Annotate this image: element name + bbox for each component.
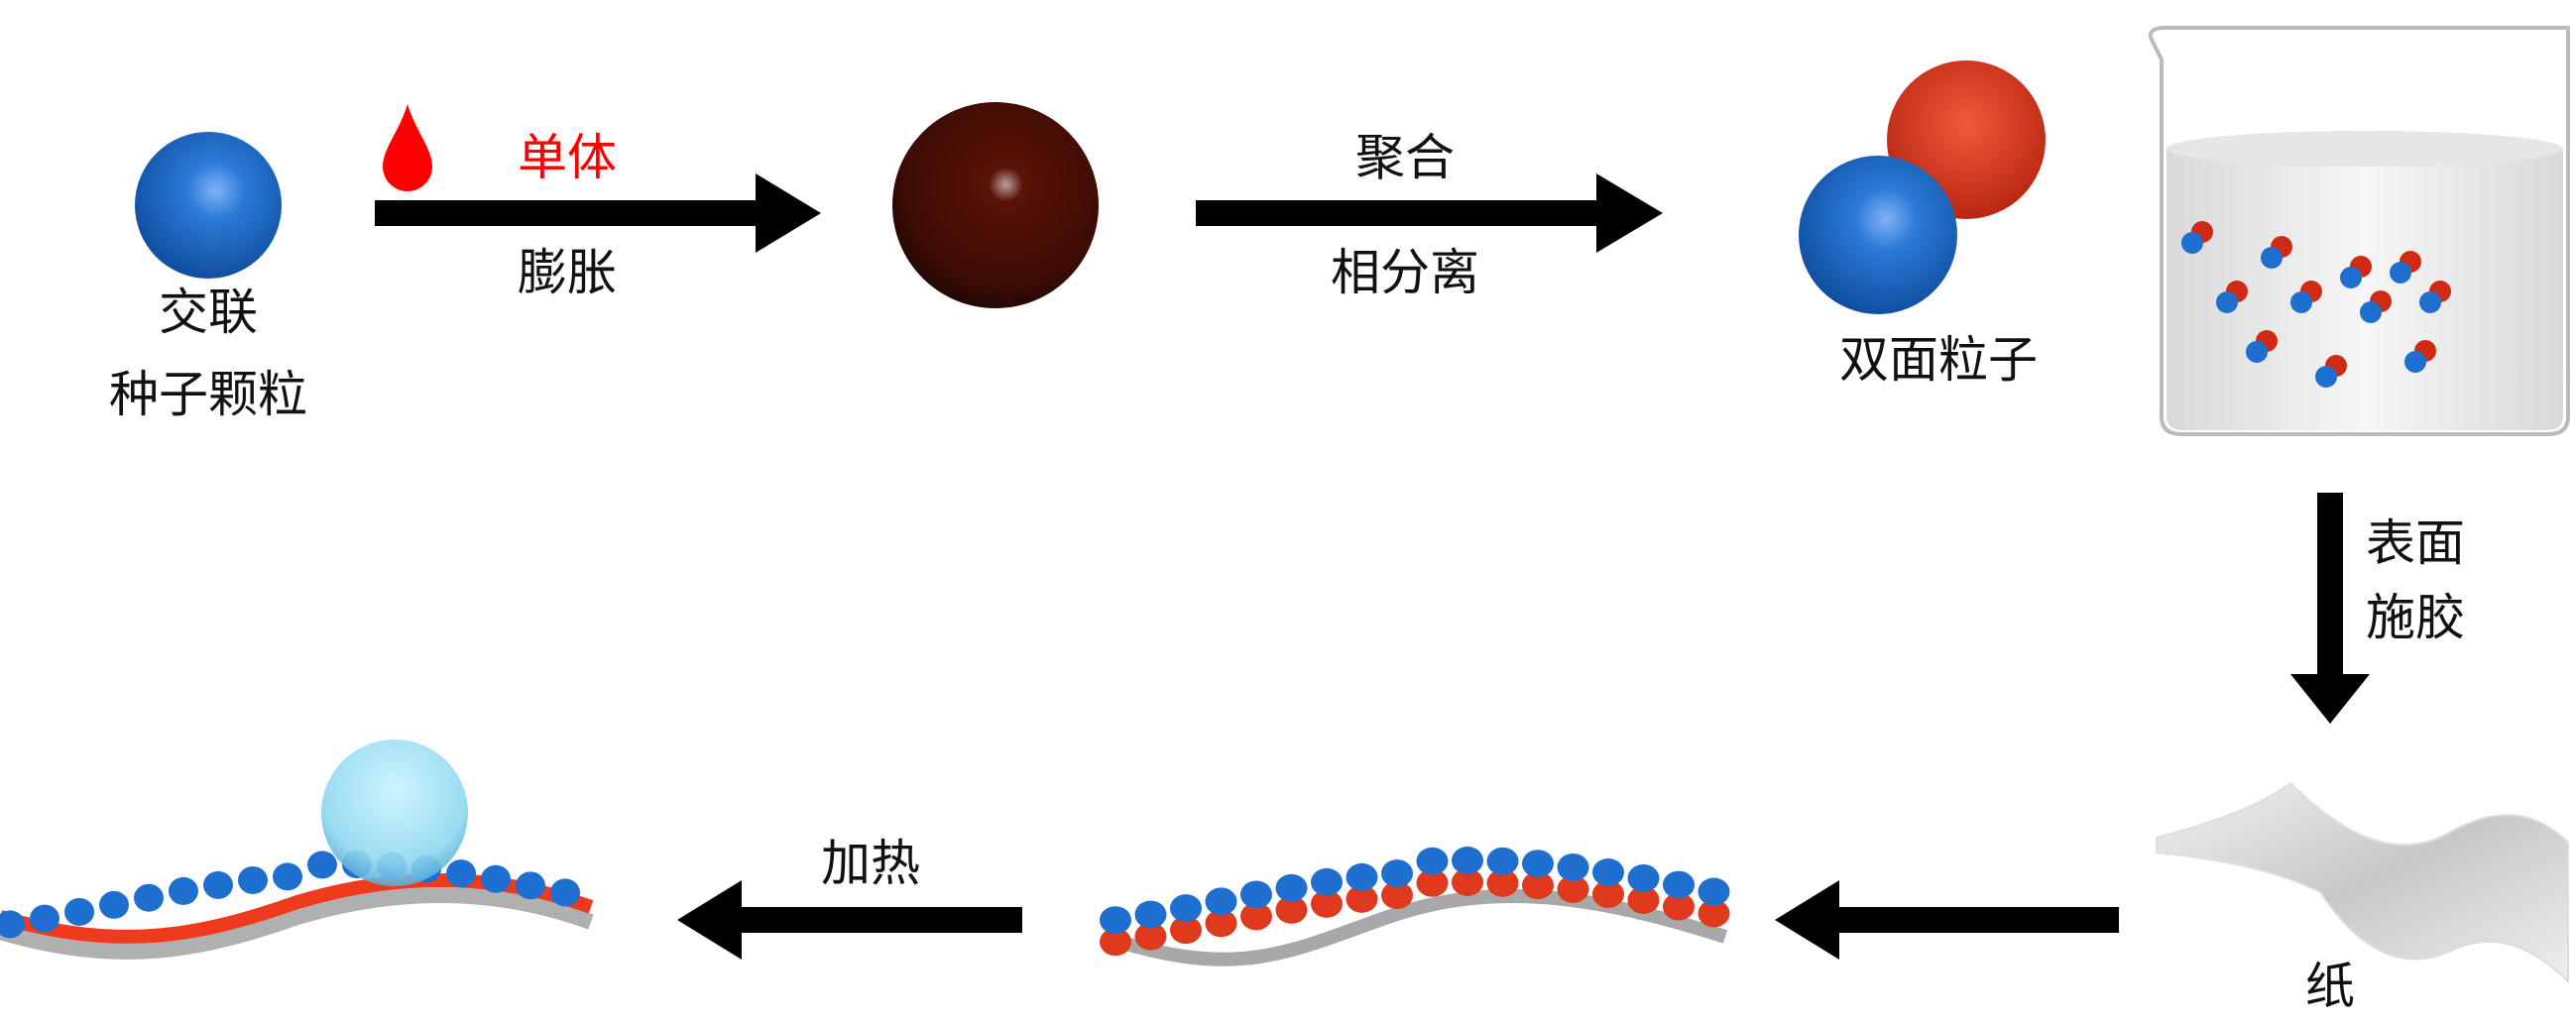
janus-particle-on-paper (1416, 847, 1449, 897)
janus-particle-on-paper (1100, 906, 1131, 957)
janus-particle-small (2261, 236, 2292, 269)
blue-cap-particle (481, 864, 511, 893)
arrow-right-icon (1196, 173, 1663, 253)
blue-cap-particle (64, 897, 94, 926)
janus-particle-on-paper (1275, 873, 1308, 924)
monomer-drop-icon (383, 104, 432, 191)
polymerization-label: 聚合 (1355, 129, 1455, 186)
janus-particle-small (2404, 340, 2436, 373)
janus-particle-on-paper (1627, 863, 1660, 914)
janus-particle-small (2290, 281, 2322, 313)
blue-cap-particle (30, 904, 59, 933)
seed-label-line2: 种子颗粒 (109, 366, 307, 423)
janus-particle-small (2181, 221, 2213, 254)
phase-separation-label: 相分离 (1331, 244, 1479, 301)
janus-particle-small (2216, 281, 2248, 313)
janus-particle-on-paper (1346, 862, 1378, 913)
janus-particle-on-paper (1486, 847, 1519, 897)
paper-sheet (2156, 781, 2569, 984)
arrow-left-icon (1775, 880, 2119, 960)
beaker-with-dispersion (2148, 26, 2570, 436)
janus-particle-on-paper (1698, 877, 1730, 928)
blue-cap-particle (516, 871, 545, 900)
hydrophobic-paper-with-droplet (0, 740, 594, 960)
janus-particle-on-paper (1522, 850, 1554, 900)
blue-cap-particle (0, 910, 25, 939)
janus-particle-on-paper (1663, 870, 1695, 921)
janus-particle-on-paper (1311, 867, 1343, 918)
janus-particle-on-paper (1205, 887, 1237, 938)
blue-cap-particle (550, 878, 580, 907)
janus-particle-small (2315, 355, 2347, 388)
blue-cap-particle (307, 851, 337, 879)
swollen-particle (892, 102, 1099, 308)
crosslinked-seed-particle (135, 132, 282, 279)
blue-cap-particle (238, 865, 268, 894)
arrow-down-icon (2290, 493, 2370, 724)
janus-particle-small (2419, 281, 2451, 313)
blue-cap-particle (169, 876, 198, 905)
sizing-label-line1: 表面 (2366, 514, 2465, 572)
janus-particle-on-paper (1557, 853, 1589, 903)
blue-cap-particle (99, 890, 129, 919)
janus-particle-small (2360, 290, 2392, 323)
janus-particle-on-paper (1134, 900, 1167, 951)
seed-label-line1: 交联 (159, 284, 258, 341)
paper-label: 纸 (2305, 958, 2355, 1015)
blue-cap-particle (273, 862, 302, 891)
arrow-right-icon (375, 173, 821, 253)
water-droplet (321, 740, 468, 886)
swelling-label: 膨胀 (518, 244, 617, 301)
blue-cap-particle (134, 883, 164, 912)
monomer-label: 单体 (518, 129, 617, 186)
janus-particle-on-paper (1170, 894, 1202, 945)
heating-label: 加热 (821, 835, 920, 892)
janus-label: 双面粒子 (1839, 331, 2038, 389)
janus-particle-small (2246, 330, 2278, 363)
blue-cap-particle (203, 870, 233, 899)
sizing-label-line2: 施胶 (2366, 589, 2465, 646)
janus-blue-half (1799, 156, 1957, 314)
janus-particle-on-paper (1452, 847, 1483, 897)
janus-particle-small (2390, 251, 2421, 284)
janus-coated-paper (1100, 847, 1730, 967)
blue-cap-particle (446, 859, 476, 888)
janus-particle-on-paper (1240, 880, 1272, 931)
arrow-left-icon (677, 880, 1022, 960)
janus-particle-on-paper (1592, 858, 1624, 909)
janus-particle-small (2340, 256, 2372, 288)
janus-particle-on-paper (1381, 859, 1413, 910)
